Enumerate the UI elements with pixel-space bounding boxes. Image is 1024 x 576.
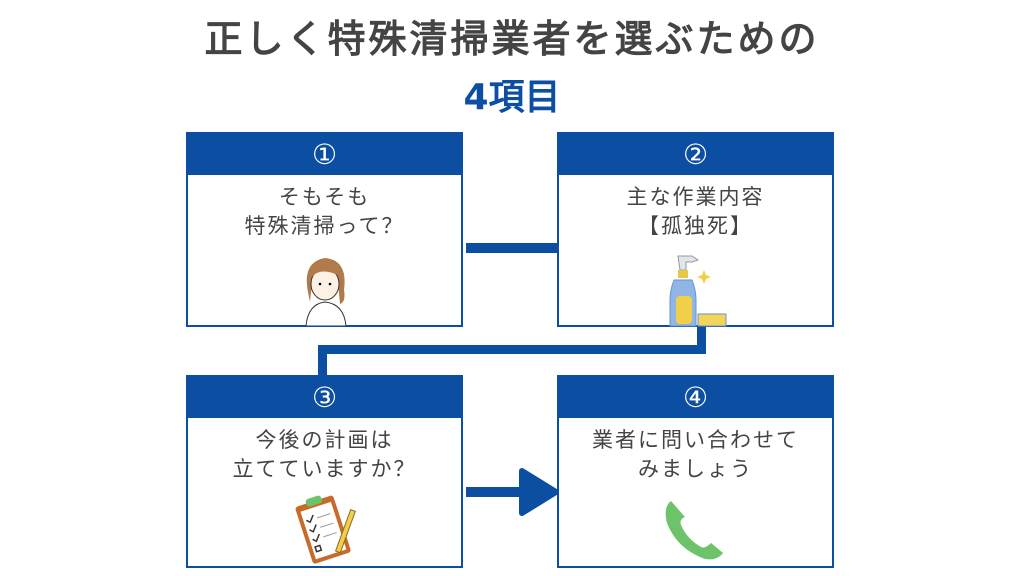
step-text-line1: 業者に問い合わせて [592, 428, 799, 452]
arrow-3-4-shaft [466, 487, 526, 497]
page-title: 正しく特殊清掃業者を選ぶための [204, 17, 820, 61]
step-number: ① [188, 134, 461, 175]
step-text-line2: みましょう [638, 457, 753, 481]
step-number: ④ [559, 377, 832, 418]
step-card-4: ④ 業者に問い合わせてみましょう [557, 375, 834, 568]
step-card-2: ② 主な作業内容【孤独死】 [557, 132, 834, 327]
connector-2-3-b [318, 345, 706, 354]
step-card-1: ① そもそも特殊清掃って？ [186, 132, 463, 327]
clipboard-checklist-icon [295, 495, 356, 564]
step-text-line2: 立てていますか？ [232, 457, 417, 481]
step-text-line1: 今後の計画は [255, 428, 394, 452]
arrow-3-4-head [519, 468, 558, 516]
step-number: ② [559, 134, 832, 175]
page-subtitle: 4項目 [463, 77, 561, 118]
step-text-line2: 【孤独死】 [638, 214, 753, 238]
step-number: ③ [188, 377, 461, 418]
step-text-line2: 特殊清掃って？ [244, 214, 405, 238]
step-card-3: ③ 今後の計画は立てていますか？ [186, 375, 463, 568]
phone-icon [665, 501, 723, 560]
spray-bottle-icon [669, 255, 726, 327]
connector-2-3-a [697, 324, 706, 354]
connector-2-3-c [318, 345, 327, 377]
connector-1-2 [466, 243, 558, 253]
thinking-woman-icon [304, 258, 347, 326]
step-text-line1: 主な作業内容 [626, 185, 765, 209]
step-text-line1: そもそも [278, 185, 371, 209]
